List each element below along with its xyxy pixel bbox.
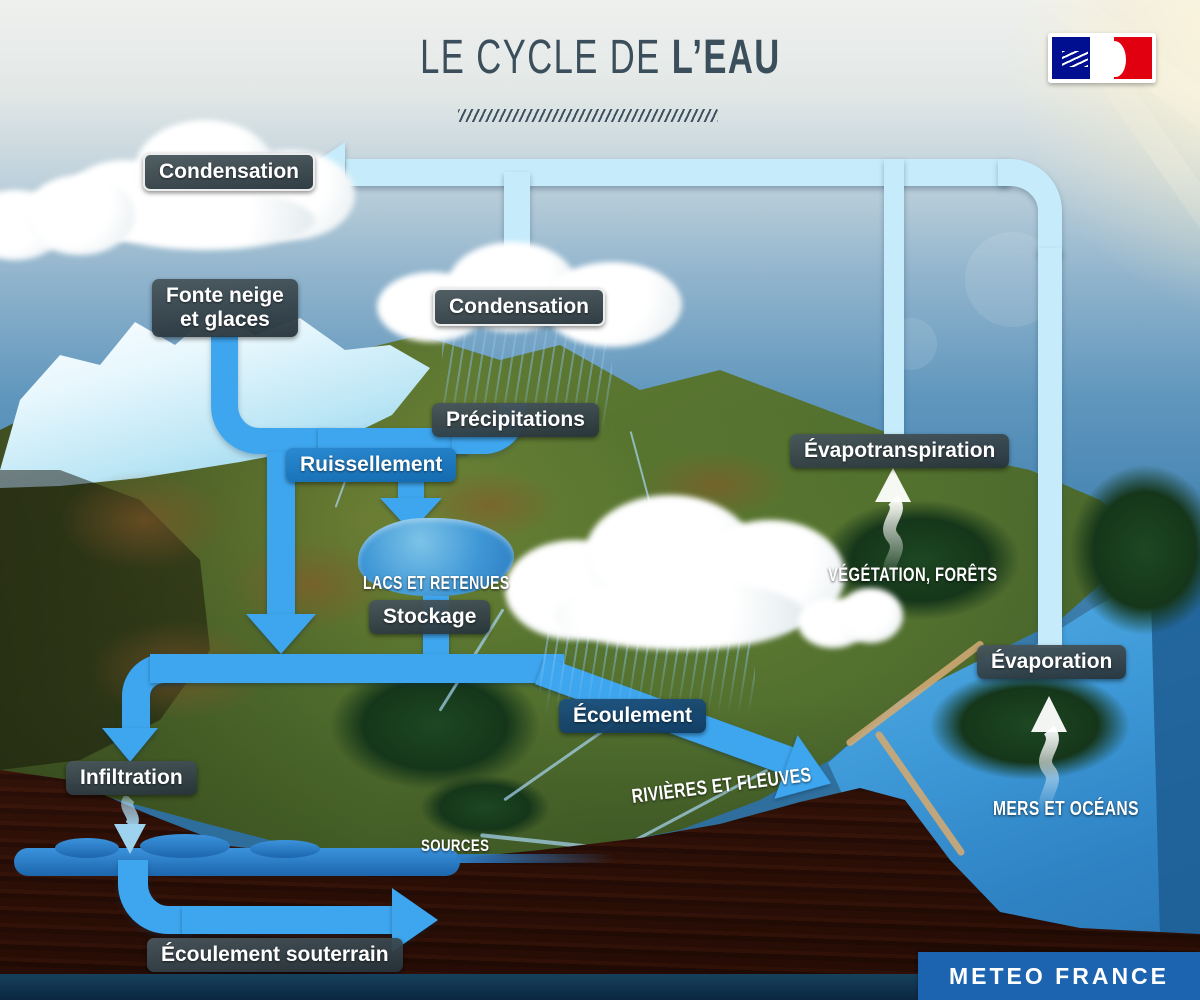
arrow-down-infiltration bbox=[102, 728, 158, 762]
label-stockage: Stockage bbox=[369, 600, 491, 635]
flag-red bbox=[1114, 37, 1152, 79]
label-vegetation-forets: VÉGÉTATION, FORÊTS bbox=[828, 565, 998, 586]
french-flag-icon bbox=[1052, 37, 1152, 79]
lake bbox=[358, 518, 514, 596]
label-fonte-neige: Fonte neige et glaces bbox=[152, 279, 298, 338]
brand-text: METEO FRANCE bbox=[949, 962, 1169, 989]
hatched-divider bbox=[458, 109, 718, 122]
evaporation-riser-bar bbox=[1038, 248, 1062, 648]
flag-white bbox=[1090, 37, 1114, 79]
rock-patch bbox=[60, 470, 230, 570]
label-sources: SOURCES bbox=[421, 836, 490, 855]
aquifer-bump bbox=[55, 838, 119, 858]
aquifer-bump bbox=[250, 840, 320, 858]
forest bbox=[1070, 465, 1200, 635]
label-ruissellement: Ruissellement bbox=[286, 448, 457, 483]
label-precipitations: Précipitations bbox=[432, 403, 599, 438]
label-lacs-et-retenues: LACS ET RETENUES bbox=[363, 573, 510, 593]
cloud bbox=[798, 588, 903, 658]
label-condensation-left: Condensation bbox=[143, 153, 315, 192]
republique-francaise-logo bbox=[1048, 33, 1156, 83]
label-condensation-center: Condensation bbox=[433, 288, 605, 327]
title-prefix: LE CYCLE DE bbox=[419, 31, 672, 84]
aquifer-tail bbox=[455, 854, 615, 863]
infiltration-wavy-arrow bbox=[114, 796, 146, 854]
label-evaporation: Évaporation bbox=[977, 645, 1127, 680]
aquifer-bump bbox=[140, 834, 230, 858]
label-evapotranspiration: Évapotranspiration bbox=[790, 434, 1010, 469]
flag-blue bbox=[1052, 37, 1090, 79]
underground-flow-bar bbox=[182, 906, 394, 934]
cloud bbox=[505, 485, 845, 665]
label-mers-et-oceans: MERS ET OCÉANS bbox=[993, 798, 1139, 820]
forest bbox=[930, 670, 1130, 780]
evapotranspiration-wavy-arrow bbox=[875, 468, 911, 580]
marianne-profile-icon bbox=[1114, 41, 1126, 77]
cloud bbox=[0, 165, 145, 270]
snowmelt-flow-elbow bbox=[211, 336, 333, 454]
forest bbox=[420, 775, 550, 840]
vapour-top-bar bbox=[346, 159, 1010, 186]
label-ecoulement-souterrain: Écoulement souterrain bbox=[147, 938, 403, 973]
main-flow-bar bbox=[150, 654, 564, 683]
marianne-swoosh bbox=[1062, 51, 1088, 67]
title-emphasis: L’EAU bbox=[671, 31, 781, 84]
label-infiltration: Infiltration bbox=[66, 761, 197, 796]
arrow-down-to-flow bbox=[246, 614, 316, 654]
page-title: LE CYCLE DE L’EAU bbox=[0, 30, 1200, 85]
evapotranspiration-riser-bar bbox=[884, 159, 904, 435]
label-ecoulement: Écoulement bbox=[559, 699, 707, 734]
evaporation-wavy-arrow bbox=[1031, 696, 1067, 816]
meteo-france-banner: METEO FRANCE bbox=[918, 952, 1200, 1000]
